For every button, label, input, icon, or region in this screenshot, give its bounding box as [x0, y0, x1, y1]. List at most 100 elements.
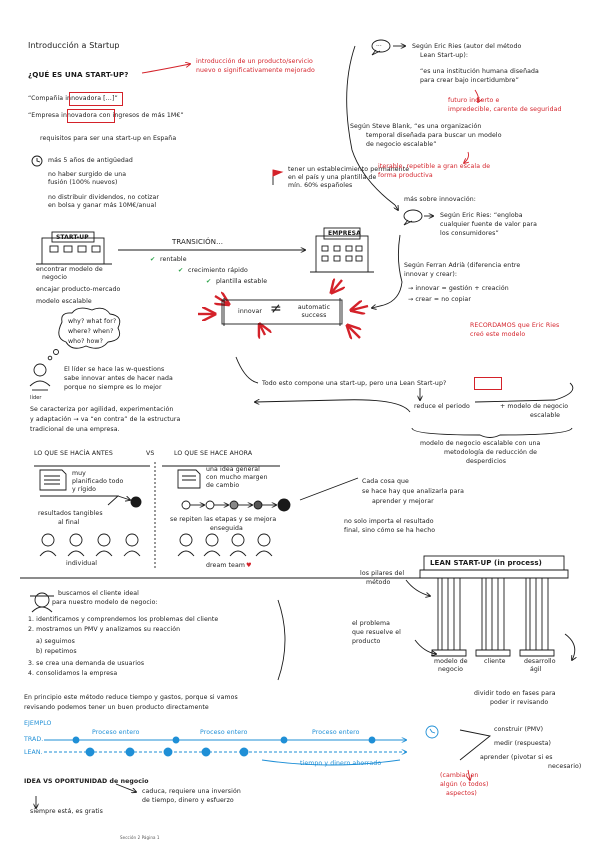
no-solo-2: final, sino cómo se ha hecho: [344, 527, 436, 534]
vs-label: VS: [146, 450, 155, 457]
innov-ries-2: cualquier fuente de valor para: [440, 221, 537, 228]
caracteriza-2: y adaptación → va “en contra” de la estr…: [30, 416, 181, 423]
proceso-2: Proceso entero: [200, 729, 248, 736]
modelo-escalable-1: modelo de negocio escalable con una: [420, 440, 541, 447]
svg-text:···: ···: [376, 43, 382, 50]
modelo-negocio-1: + modelo de negocio: [500, 403, 569, 410]
cloud-2: where? when?: [68, 328, 114, 335]
cliente-step-2a: a) seguimos: [36, 638, 75, 645]
ahora-3: de cambio: [206, 482, 240, 489]
antes-3: y rígido: [72, 486, 97, 493]
lean-pillars-title: LEAN START-UP (in process): [430, 559, 542, 567]
antes-2: planificado todo: [72, 478, 124, 485]
requisito-3a: no distribuir dividendos, no cotizar: [48, 194, 160, 201]
pilares-2: método: [366, 579, 391, 586]
cambiar-1: (cambiar en: [440, 772, 479, 779]
ahora-heading: LO QUE SE HACE AHORA: [174, 450, 253, 457]
innov-ries-3: los consumidores”: [440, 230, 499, 237]
enc-3: encajar producto-mercado: [36, 286, 121, 293]
adria-2: innovar y crear):: [404, 271, 458, 278]
requisito-4c: mín. 60% españoles: [288, 182, 353, 189]
cliente-title-2: para nuestro modelo de negocio:: [52, 599, 158, 606]
not-equal-icon: ≠: [270, 301, 282, 317]
pillar-3a: desarrollo: [524, 658, 556, 665]
red-definition-2: nuevo o significativamente mejorado: [196, 67, 315, 74]
cliente-step-4: 4. consolidamos la empresa: [28, 670, 118, 677]
plantilla-label: plantilla estable: [216, 278, 268, 285]
cambiar-2: algún (o todos): [440, 781, 489, 788]
innov-ries-1: Según Eric Ries: “engloba: [440, 212, 523, 219]
tangibles-1: resultados tangibles: [38, 510, 103, 517]
transition-label: TRANSICIÓN...: [172, 238, 224, 246]
startup-question: ¿QUÉ ES UNA START-UP?: [28, 70, 129, 79]
idea-title: IDEA VS OPORTUNIDAD de negocio: [24, 778, 149, 785]
individual-label: individual: [66, 560, 98, 567]
modelo-escalable-3: desperdicios: [466, 458, 507, 465]
modelo-negocio-2: escalable: [530, 412, 561, 419]
requisitos-heading: requisitos para ser una start-up en Espa…: [40, 135, 177, 142]
ries-red-2: impredecible, carente de seguridad: [448, 106, 562, 113]
blank-red-1: iterable, repetible a gran escala de: [378, 163, 491, 170]
cada-3: aprender y mejorar: [372, 498, 434, 505]
medir: medir (respuesta): [494, 740, 552, 747]
lean-highlight: [474, 377, 502, 390]
dividir-1: dividir todo en fases para: [474, 690, 556, 697]
cloud-3: who? how?: [68, 338, 103, 345]
cada-2: se hace hay que analizarla para: [362, 488, 465, 495]
tangibles-2: al final: [58, 519, 80, 526]
blank-red-2: forma productiva: [378, 172, 433, 179]
check-plantilla-icon: ✔: [206, 278, 212, 285]
caduca-2: de tiempo, dinero y esfuerzo: [142, 797, 234, 804]
empresa-quote: “Empresa innovadora con ingresos de más …: [28, 112, 184, 119]
cliente-title-1: buscamos el cliente ideal: [58, 590, 139, 597]
pillar-1a: modelo de: [434, 658, 468, 665]
enc-2: negocio: [42, 274, 68, 281]
enc-1: encontrar modelo de: [36, 266, 103, 273]
lider-text-2: sabe innovar antes de hacer nada: [64, 375, 173, 382]
principio-1: En principio este método reduce tiempo y…: [24, 694, 238, 701]
aprender: aprender (pivotar si es: [480, 754, 553, 761]
innovar-label: innovar: [238, 308, 263, 315]
ejemplo-label: EJEMPLO: [24, 720, 52, 727]
requisito-2b: fusión (100% nuevos): [48, 179, 118, 186]
no-solo-1: no solo importa el resultado: [344, 518, 434, 525]
ries-red-1: futuro incierto e: [448, 97, 500, 104]
cliente-step-1: 1. identificamos y comprendemos los prob…: [28, 616, 219, 623]
reduce-periodo: reduce el periodo: [414, 403, 470, 410]
cambiar-3: aspectos): [446, 790, 477, 797]
page-title: Introducción a Startup: [28, 41, 120, 50]
lean-label: LEAN.: [24, 749, 43, 756]
cliente-step-3: 3. se crea una demanda de usuarios: [28, 660, 145, 667]
problema-1: el problema: [352, 620, 390, 627]
adria-1: Según Ferran Adrià (diferencia entre: [404, 262, 521, 269]
pilares-1: los pilares del: [360, 570, 405, 577]
pillar-1b: negocio: [438, 666, 464, 673]
innovadora-highlight-2: [67, 109, 115, 123]
crecimiento-label: crecimiento rápido: [188, 267, 248, 274]
adria-3: → innovar = gestión + creación: [408, 285, 509, 292]
dream-team-label: dream team: [206, 562, 245, 569]
caduca-1: caduca, requiere una inversión: [142, 788, 241, 795]
problema-3: producto: [352, 638, 381, 645]
trad-label: TRAD.: [24, 736, 44, 743]
rentable-label: rentable: [160, 256, 187, 263]
empresa-sign: EMPRESA: [328, 230, 361, 237]
startup-sign: START-UP: [56, 234, 89, 241]
principio-2: revisando podemos tener un buen producto…: [24, 704, 209, 711]
requisito-2a: no haber surgido de una: [48, 171, 127, 178]
requisito-3b: en bolsa y ganar más 10M€/anual: [48, 202, 157, 209]
proceso-1: Proceso entero: [92, 729, 140, 736]
lider-label: líder: [30, 395, 42, 401]
lider-text-3: porque no siempre es lo mejor: [64, 384, 162, 391]
compania-quote: “Compañía innovadora […]”: [28, 95, 118, 102]
cliente-step-2b: b) repetimos: [36, 648, 77, 655]
red-definition-1: introducción de un producto/servicio: [196, 58, 313, 65]
recordamos-2: creó este modelo: [470, 331, 526, 338]
problema-2: que resuelve el: [352, 629, 401, 636]
ries-3: “es una institución humana diseñada: [420, 68, 539, 75]
cada-1: Cada cosa que: [362, 478, 409, 485]
tiempo-ahorrado: tiempo y dinero ahorrado: [300, 760, 382, 767]
idea-gratis: siempre está, es gratis: [30, 808, 103, 815]
cliente-step-2: 2. mostramos un PMV y analizamos su reac…: [28, 626, 181, 633]
ries-1: Según Eric Ries (autor del método: [412, 43, 522, 50]
